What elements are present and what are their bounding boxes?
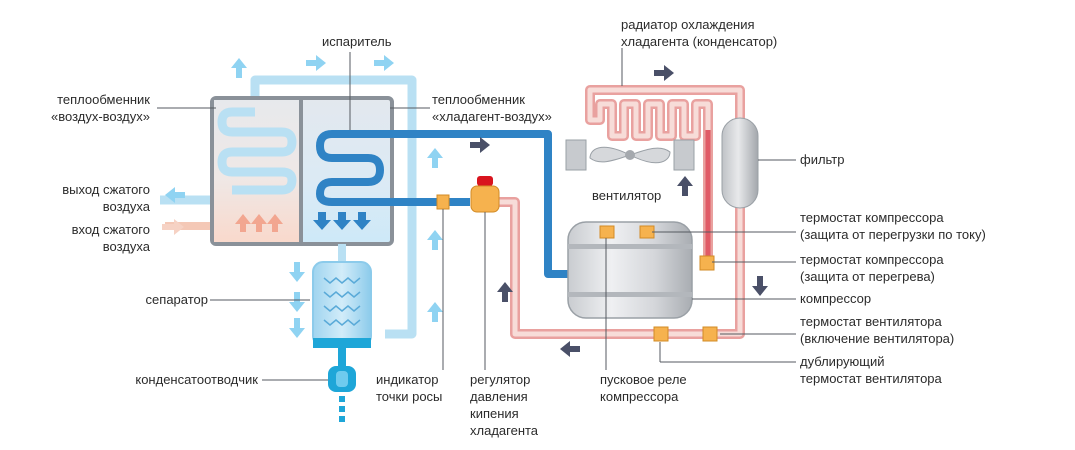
label-thermo-comp-current-2: (защита от перегрузки по току): [800, 227, 986, 242]
label-in-air-2: воздуха: [103, 239, 151, 254]
label-filter: фильтр: [800, 152, 844, 167]
air-air-coil: [217, 107, 297, 195]
air-flow-arrows: [165, 55, 443, 338]
label-separator: сепаратор: [146, 292, 208, 307]
label-hx-ref-air-1: теплообменник: [432, 92, 525, 107]
thermostat-overload-2: [639, 225, 655, 239]
label-thermo-fan-backup-1: дублирующий: [800, 354, 885, 369]
hot-refrigerant-pipe: [493, 85, 745, 339]
label-thermo-fan-1: термостат вентилятора: [800, 314, 943, 329]
separator: [312, 244, 372, 348]
label-drain: конденсатоотводчик: [135, 372, 258, 387]
label-regulator-4: хладагента: [470, 423, 539, 438]
label-start-relay-2: компрессора: [600, 389, 679, 404]
label-hx-ref-air-2: «хладагент-воздух»: [432, 109, 552, 124]
labels: испаритель радиатор охлаждения хладагент…: [51, 17, 986, 438]
thermostat-overheat: [699, 255, 715, 271]
dew-point-indicator: [436, 194, 450, 210]
pressure-regulator-valve: [470, 176, 500, 213]
cold-refrigerant-pipe: [316, 130, 576, 278]
label-radiator-1: радиатор охлаждения: [621, 17, 755, 32]
label-radiator-2: хладагента (конденсатор): [621, 34, 777, 49]
thermostat-fan-backup: [653, 326, 669, 342]
refrigerant-flow-arrows: [470, 65, 768, 357]
label-thermo-comp-current-1: термостат компрессора: [800, 210, 944, 225]
warm-air-flow-arrows: [235, 214, 283, 232]
fan: [565, 139, 695, 171]
compressor: [567, 221, 693, 319]
condensate-drain: [328, 348, 356, 422]
label-thermo-comp-overheat-2: (защита от перегрева): [800, 269, 935, 284]
cold-air-flow-arrows: [313, 212, 371, 230]
label-regulator-1: регулятор: [470, 372, 530, 387]
label-out-air-1: выход сжатого: [62, 182, 150, 197]
label-compressor: компрессор: [800, 291, 871, 306]
label-regulator-3: кипения: [470, 406, 519, 421]
thermostat-overload: [599, 225, 615, 239]
thermostat-fan: [702, 326, 718, 342]
label-thermo-comp-overheat-1: термостат компрессора: [800, 252, 944, 267]
label-start-relay-1: пусковое реле: [600, 372, 687, 387]
label-evaporator: испаритель: [322, 34, 392, 49]
label-out-air-2: воздуха: [103, 199, 151, 214]
label-hx-air-air-2: «воздух-воздух»: [51, 109, 150, 124]
label-regulator-2: давления: [470, 389, 528, 404]
label-fan: вентилятор: [592, 188, 661, 203]
filter: [721, 117, 759, 209]
inlet-arrow: [162, 219, 184, 235]
leader-lines: [157, 48, 796, 381]
label-thermo-fan-2: (включение вентилятора): [800, 331, 954, 346]
label-thermo-fan-backup-2: термостат вентилятора: [800, 371, 943, 386]
label-dew-2: точки росы: [376, 389, 442, 404]
label-hx-air-air-1: теплообменник: [57, 92, 150, 107]
label-in-air-1: вход сжатого: [72, 222, 150, 237]
label-dew-1: индикатор: [376, 372, 438, 387]
